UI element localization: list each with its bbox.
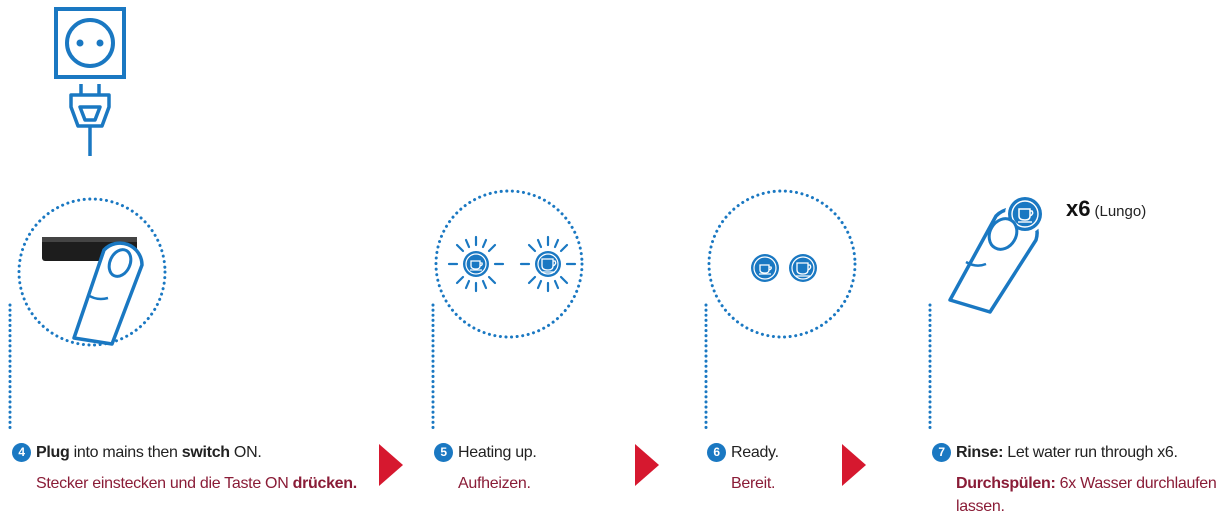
step-7-german: Durchspülen: 6x Wasser durchlaufen lasse… — [932, 472, 1217, 518]
step-4-en-mid: into mains then — [69, 444, 182, 461]
arrow-right-icon — [379, 444, 403, 486]
step-7: 7 Rinse: Let water run through x6. Durchs… — [932, 443, 1217, 518]
cup-button-icon — [789, 254, 817, 282]
step-7-de-rest: 6x Wasser durchlaufen lassen. — [956, 475, 1217, 515]
rinse-multiplier: x6(Lungo) — [1066, 196, 1146, 222]
step-7-de-bold: Durchspülen: — [956, 475, 1056, 492]
step-6-german: Bereit. — [731, 475, 776, 492]
step-5-illustration — [431, 189, 584, 434]
power-socket-icon — [54, 7, 126, 79]
step-6-illustration — [704, 189, 857, 434]
step-number-badge: 5 — [434, 443, 453, 462]
step-7-en-bold: Rinse: — [956, 444, 1004, 461]
step-4-en-bold: Plug — [36, 444, 70, 461]
step-5-german: Aufheizen. — [458, 475, 531, 492]
step-number-badge: 7 — [932, 443, 951, 462]
step-4-illustration — [8, 197, 167, 434]
step-6-en-text: Ready. — [731, 444, 779, 461]
step-5: 5 Heating up. Aufheizen. — [434, 443, 537, 495]
cup-button-icon — [447, 235, 505, 293]
finger-icon — [72, 241, 144, 346]
power-plug-icon — [69, 84, 111, 156]
step-5-en-text: Heating up. — [458, 444, 537, 461]
cup-button-icon — [751, 254, 779, 282]
step-4-english: 4 Plug into mains then switch ON. — [12, 443, 357, 462]
step-number-badge: 4 — [12, 443, 31, 462]
step-4-german: Stecker einstecken und die Taste ON drüc… — [12, 472, 357, 495]
step-4: 4 Plug into mains then switch ON. Stecker… — [12, 443, 357, 495]
step-4-en-rest: ON. — [229, 444, 262, 461]
rinse-count: x6 — [1066, 196, 1091, 221]
step-7-illustration — [928, 194, 1045, 434]
step-7-english: 7 Rinse: Let water run through x6. — [932, 443, 1217, 462]
step-5-english: 5 Heating up. — [434, 443, 537, 462]
step-number-badge: 6 — [707, 443, 726, 462]
step-6-english: 6 Ready. — [707, 443, 779, 462]
step-4-de-text: Stecker einstecken und die Taste ON — [36, 475, 293, 492]
cup-button-icon — [519, 235, 577, 293]
step-4-en-bold2: switch — [181, 444, 230, 461]
step-4-de-bold: drücken. — [292, 475, 358, 492]
arrow-right-icon — [842, 444, 866, 486]
step-7-en-rest: Let water run through x6. — [1003, 444, 1178, 461]
rinse-variant: (Lungo) — [1094, 203, 1147, 220]
arrow-right-icon — [635, 444, 659, 486]
step-6: 6 Ready. Bereit. — [707, 443, 779, 495]
